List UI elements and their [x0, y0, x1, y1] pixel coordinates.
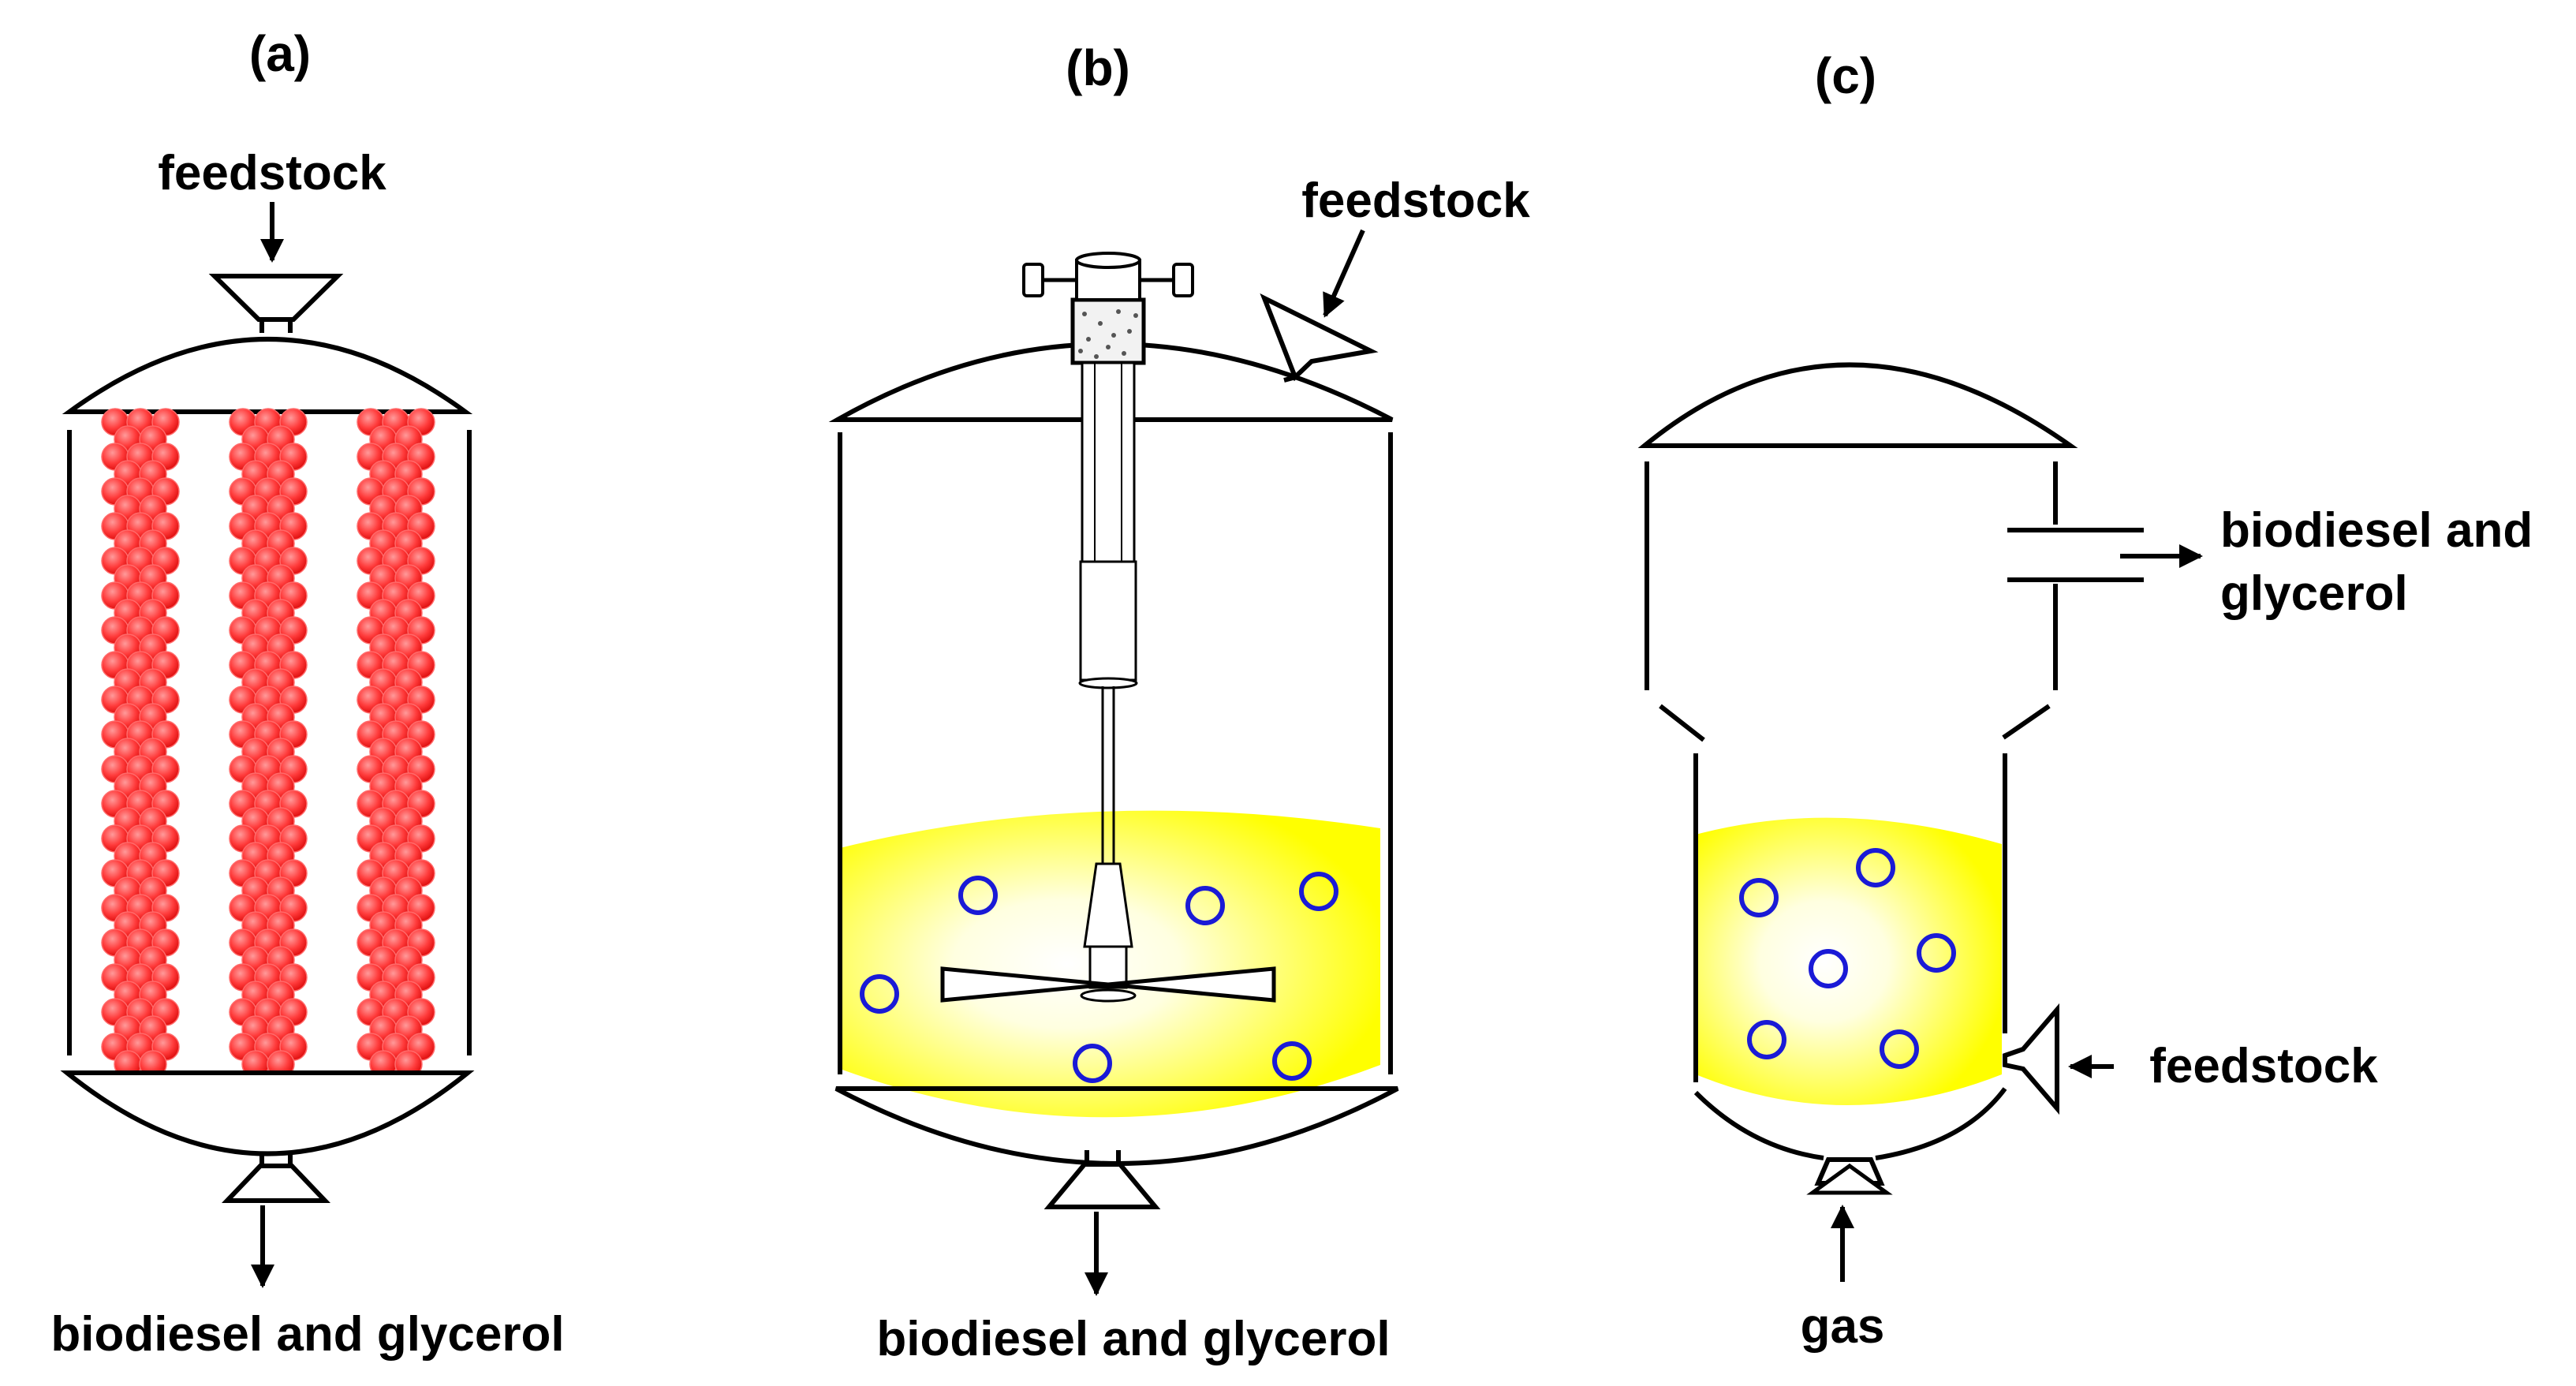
- catalyst-particle: [1272, 1041, 1312, 1081]
- panel-b-inlet-funnel: [1260, 293, 1379, 382]
- panel-b-inlet-arrow: [1323, 229, 1365, 318]
- stirrer-impeller: [940, 966, 1276, 1003]
- panel-a-label: (a): [249, 25, 311, 82]
- catalyst-particle: [1809, 949, 1848, 988]
- catalyst-particle: [1739, 878, 1779, 917]
- panel-b-inlet-label: feedstock: [1301, 174, 1530, 228]
- catalyst-particle: [1856, 848, 1895, 887]
- panel-a-bottom-dome: [60, 1070, 475, 1156]
- panel-c-outlet-label-line1: biodiesel and: [2220, 503, 2533, 558]
- stirrer: [940, 252, 1276, 1003]
- panel-c-liquid: [1696, 817, 2002, 1105]
- panel-c-feed-label: feedstock: [2149, 1039, 2378, 1093]
- panel-a-top-dome: [62, 337, 473, 414]
- catalyst-particles-b: [860, 872, 1338, 1083]
- stirrer-bearing-speckle: [1078, 309, 1138, 359]
- panel-b-outlet-funnel: [1043, 1162, 1161, 1209]
- catalyst-particle: [958, 876, 998, 915]
- catalyst-particle: [1880, 1029, 1919, 1069]
- stirrer-hub: [1083, 862, 1133, 948]
- panel-a-outlet-label: biodiesel and glycerol: [50, 1307, 564, 1362]
- panel-b: (b): [828, 39, 1530, 1366]
- panel-a: (a) feedstock biodiesel and glycerol: [50, 25, 564, 1362]
- panel-b-bottom-dome: [834, 1086, 1399, 1166]
- panel-c-label: (c): [1815, 47, 1876, 104]
- panel-c-feed-funnel: [2003, 1003, 2059, 1115]
- catalyst-particle: [1299, 872, 1338, 911]
- packed-catalyst-beds: [101, 408, 435, 1078]
- catalyst-particle: [1185, 886, 1225, 925]
- panel-c-bottom-dome: [1693, 1087, 2007, 1160]
- catalyst-particles-c: [1739, 848, 1956, 1069]
- panel-a-inlet-funnel: [208, 274, 344, 322]
- catalyst-particle: [860, 974, 899, 1014]
- panel-c-taper-left: [1659, 704, 1705, 742]
- stirrer-handle-right: [1172, 263, 1194, 297]
- panel-c: (c) biodiesel and glycerol feedstock gas: [1637, 47, 2533, 1354]
- panel-c-outlet-label-line2: glycerol: [2220, 566, 2408, 621]
- panel-c-taper-right: [2002, 704, 2051, 740]
- stirrer-handle-left: [1022, 263, 1044, 297]
- panel-c-gas-label: gas: [1801, 1299, 1885, 1354]
- panel-c-top-dome: [1637, 362, 2078, 448]
- panel-b-outlet-label: biodiesel and glycerol: [876, 1312, 1390, 1366]
- catalyst-particle: [1917, 933, 1956, 973]
- stirrer-bearing: [1070, 297, 1146, 365]
- catalyst-particle: [1747, 1020, 1786, 1059]
- panel-a-inlet-label: feedstock: [158, 146, 386, 200]
- catalyst-particle: [1073, 1044, 1112, 1083]
- panel-b-label: (b): [1066, 39, 1130, 96]
- panel-a-outlet-funnel: [221, 1164, 331, 1203]
